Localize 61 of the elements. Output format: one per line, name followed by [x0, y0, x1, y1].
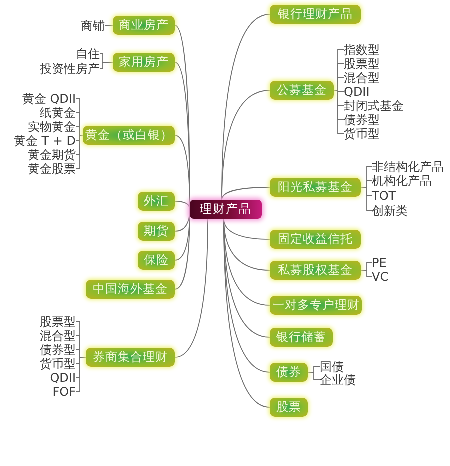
sub-item-label: 商铺 [81, 19, 105, 33]
branch-box: 期货 [138, 222, 175, 241]
branch-line [174, 201, 190, 210]
branch-box: 家用房产 [113, 53, 175, 72]
bracket-line [308, 372, 320, 380]
sub-item-label: 国债 [320, 360, 344, 374]
branch-box: 中国海外基金 [86, 280, 175, 299]
sub-item-label: PE [372, 256, 387, 270]
sub-item-label: 非结构化产品 [372, 160, 444, 174]
bracket-line [76, 126, 84, 136]
bracket-line [104, 25, 114, 26]
sub-item-label: QDII [344, 85, 370, 99]
sub-item-label: 投资性房产 [40, 62, 100, 76]
sub-item-label: 封闭式基金 [344, 99, 404, 113]
sub-item-label: QDII [50, 371, 76, 385]
branch-box: 一对多专户理财 [270, 296, 362, 315]
branch-box: 债券 [270, 363, 308, 382]
branch-box: 公募基金 [270, 81, 334, 100]
bracket-line [76, 135, 84, 170]
branch-line [222, 90, 270, 200]
bracket-line [360, 187, 372, 212]
branch-box: 股票 [270, 398, 308, 417]
bracket-line [100, 62, 114, 70]
branch-line [224, 218, 270, 408]
sub-item-label: 货币型 [40, 357, 76, 371]
sub-item-label: 债券型 [344, 113, 380, 127]
sub-item-label: 黄金股票 [28, 162, 76, 176]
branch-box: 银行储蓄 [270, 328, 333, 347]
sub-item-label: 纸黄金 [40, 106, 76, 120]
sub-item-label: 创新类 [372, 204, 408, 218]
branch-box: 券商集合理财 [86, 348, 175, 367]
sub-item-label: 黄金期货 [28, 148, 76, 162]
branch-line [174, 218, 208, 358]
central-topic-box: 理财产品 [190, 200, 262, 219]
branch-box: 阳光私募基金 [270, 178, 361, 197]
sub-item-label: 债券型 [40, 343, 76, 357]
branch-box: 固定收益信托 [270, 230, 361, 249]
sub-item-label: 自住 [76, 47, 100, 61]
sub-item-label: TOT [372, 189, 396, 203]
branch-line [222, 187, 270, 200]
sub-item-label: 股票型 [344, 57, 380, 71]
sub-item-label: 实物黄金 [28, 120, 76, 134]
branch-box: 黄金（或白银） [83, 126, 175, 145]
sub-item-label: 混合型 [344, 71, 380, 85]
sub-item-label: VC [372, 270, 389, 284]
sub-item-label: 货币型 [344, 127, 380, 141]
sub-item-label: 股票型 [40, 315, 76, 329]
branch-box: 外汇 [138, 192, 175, 211]
sub-item-label: 黄金 T + D [14, 134, 76, 148]
sub-item-label: 指数型 [344, 43, 380, 57]
branch-box: 银行理财产品 [270, 5, 361, 24]
sub-item-label: FOF [52, 385, 76, 399]
bracket-line [360, 270, 372, 278]
sub-item-label: 黄金 QDII [22, 92, 76, 106]
sub-item-label: 企业债 [320, 373, 356, 387]
branch-box: 保险 [138, 251, 175, 270]
bracket-line [76, 357, 86, 392]
sub-item-label: 混合型 [40, 329, 76, 343]
branch-box: 私募股权基金 [270, 261, 361, 280]
sub-item-label: 机构化产品 [372, 174, 432, 188]
branch-box: 商业房产 [113, 16, 175, 35]
